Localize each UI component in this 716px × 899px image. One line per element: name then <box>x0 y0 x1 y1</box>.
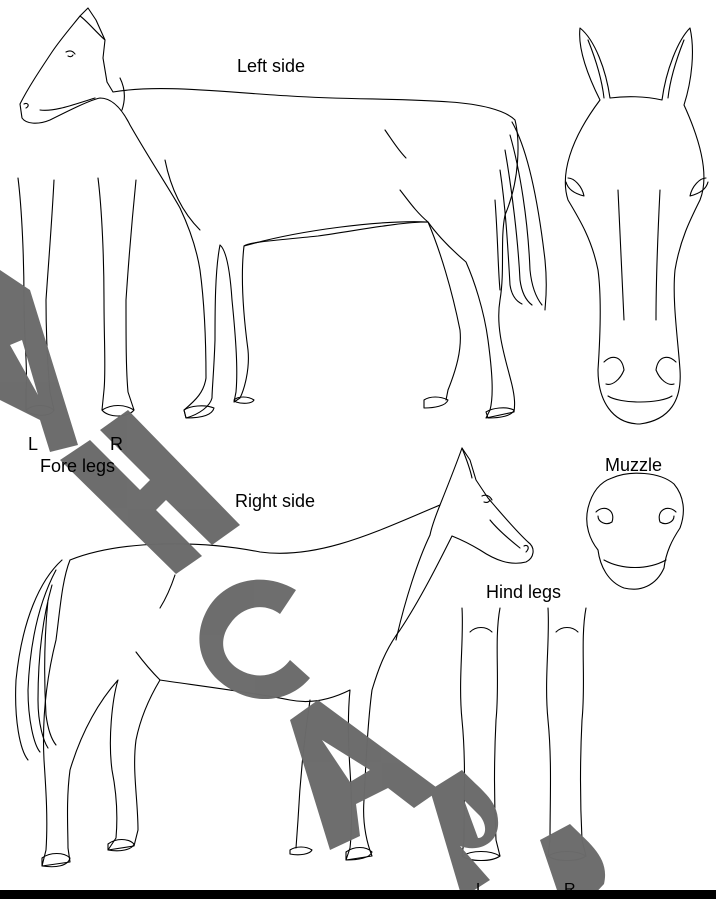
label-fore-legs: Fore legs <box>40 457 115 475</box>
label-fore-l: L <box>28 435 38 453</box>
left-horse-nostril <box>24 103 28 108</box>
left-horse-hind-leg <box>428 222 460 400</box>
watermark-letter-h <box>60 410 240 574</box>
head-right-nostril <box>656 357 676 384</box>
left-horse-ear <box>80 16 105 40</box>
left-horse-flank <box>385 130 406 158</box>
head-right-eye <box>690 178 708 196</box>
bottom-rule <box>0 890 716 899</box>
label-left-side: Left side <box>237 57 305 75</box>
fore-leg-right <box>98 178 136 416</box>
head-outline <box>565 28 704 424</box>
head-right-ear-inner <box>668 40 684 98</box>
label-muzzle: Muzzle <box>605 456 662 474</box>
right-horse-neckline <box>430 505 440 535</box>
left-horse-belly <box>244 190 428 246</box>
right-horse-belly <box>136 652 160 680</box>
hind-leg-left-hock <box>470 628 492 633</box>
right-horse-hooves <box>42 840 372 867</box>
head-left-eye <box>566 178 584 196</box>
left-horse-shoulder <box>165 160 200 230</box>
front-head-view <box>565 28 708 424</box>
muzzle-left-nostril <box>596 508 613 523</box>
watermark-letter-a1 <box>0 270 78 452</box>
muzzle-right-nostril <box>659 508 676 523</box>
hind-leg-right-hock <box>556 628 578 633</box>
label-hind-l: L <box>476 882 485 898</box>
left-horse-jaw <box>40 98 95 110</box>
muzzle-outline <box>587 473 684 589</box>
left-horse-neckline <box>120 78 124 110</box>
head-left-ear-inner <box>588 40 604 98</box>
label-hind-legs: Hind legs <box>486 583 561 601</box>
head-nose-bridge <box>618 190 660 320</box>
watermark-letter-p1 <box>430 770 498 898</box>
muzzle-lip <box>604 560 666 568</box>
hind-legs-view <box>461 608 586 861</box>
label-hind-r: R <box>564 882 576 898</box>
right-horse-tail <box>16 560 62 760</box>
head-chin <box>608 396 672 402</box>
right-horse-jaw <box>490 520 520 548</box>
watermark-letter-c <box>199 580 310 699</box>
left-horse-tail <box>495 122 546 310</box>
label-fore-r: R <box>110 435 123 453</box>
fore-leg-right-hoof <box>102 406 134 411</box>
muzzle-view <box>587 473 684 589</box>
right-horse-nostril <box>524 545 528 552</box>
label-right-side: Right side <box>235 492 315 510</box>
right-horse-flank <box>160 575 175 608</box>
head-left-nostril <box>604 357 624 384</box>
hind-leg-right <box>547 608 586 861</box>
left-horse-hooves <box>184 397 514 418</box>
left-horse-eye <box>66 51 75 57</box>
